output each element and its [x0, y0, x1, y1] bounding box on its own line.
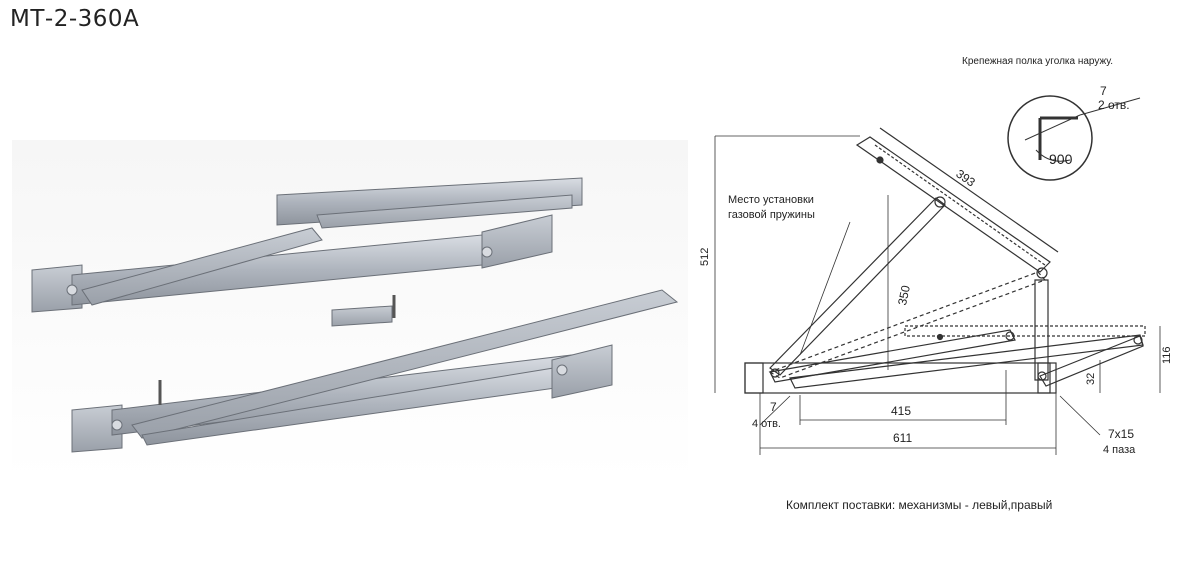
- dim-116: 116: [1161, 346, 1173, 364]
- upper-mechanism: [31, 177, 583, 313]
- dim-611: 611: [893, 431, 912, 445]
- dim-350: 350: [895, 284, 913, 307]
- dim-512: 512: [699, 248, 711, 266]
- detail-circle: [1007, 95, 1141, 181]
- holes-4-label: 4 отв.: [752, 418, 781, 430]
- linkage: [744, 127, 1146, 394]
- technical-drawing: Крепежная полка уголка наружу. 7 2 отв. …: [699, 56, 1173, 456]
- slot-count-label: 4 паза: [1103, 444, 1136, 456]
- bracket-note: Крепежная полка уголка наружу.: [962, 56, 1113, 67]
- dim-7: 7: [770, 400, 777, 414]
- dimension-lines: [714, 135, 1161, 455]
- slot-size-label: 7x15: [1108, 427, 1134, 441]
- product-photo: [12, 140, 688, 480]
- dim-32: 32: [1085, 373, 1097, 385]
- spring-label-1: Место установки: [728, 194, 814, 206]
- dim-415: 415: [891, 404, 911, 418]
- dim-393: 393: [953, 167, 978, 190]
- spring-label-2: газовой пружины: [728, 209, 815, 221]
- hole-size-label: 7: [1100, 84, 1107, 98]
- hole-count-label: 2 отв.: [1098, 98, 1130, 112]
- supply-text: Комплект поставки: механизмы - левый,пра…: [786, 498, 1053, 512]
- angle-label: 900: [1049, 151, 1073, 167]
- lower-mechanism: [71, 289, 679, 453]
- product-title: МТ-2-360А: [10, 6, 140, 32]
